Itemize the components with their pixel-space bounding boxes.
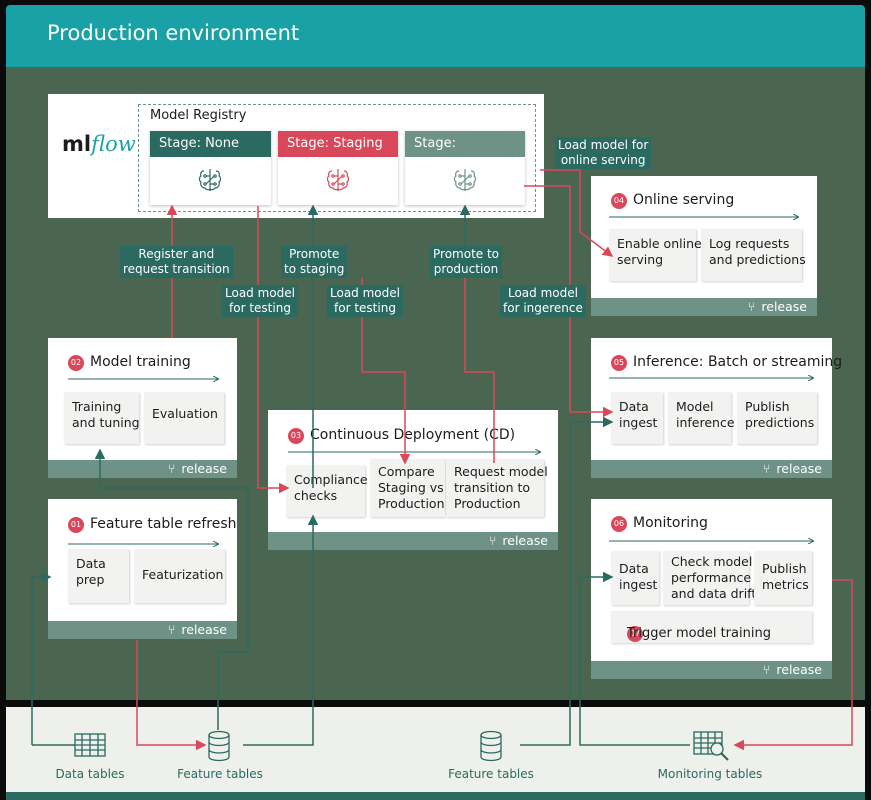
load-inference-label: Load model for ingerence xyxy=(500,285,586,317)
stage-production-header: Stage: Production xyxy=(405,131,525,177)
publish-predictions-tile: Publish predictions xyxy=(737,392,817,444)
featurization-tile: Featurization xyxy=(134,549,225,603)
step-number-badge: 03 xyxy=(288,428,304,444)
step-number-badge: 02 xyxy=(68,355,84,371)
release-bar: ⑂release xyxy=(591,298,817,316)
environment-title: Production environment xyxy=(47,21,300,45)
model-production-brain-icon xyxy=(453,169,477,191)
branch-icon: ⑂ xyxy=(167,622,176,637)
check-model-performance-tile: Check model performance and data drift xyxy=(663,551,756,605)
data-prep-tile: Data prep xyxy=(68,549,129,603)
model-none-brain-icon xyxy=(198,169,222,191)
registry-dashed-box xyxy=(138,104,536,212)
release-bar: ⑂release xyxy=(48,621,237,639)
enable-online-serving-tile: Enable online serving xyxy=(609,229,702,281)
branch-icon: ⑂ xyxy=(167,461,176,476)
release-bar: ⑂release xyxy=(48,460,237,478)
data-ingest-tile: Data ingest xyxy=(611,392,663,444)
monitoring-data-ingest-tile: Data ingest xyxy=(611,551,659,605)
register-transition-label: Register and request transition xyxy=(120,246,233,278)
stage-none-header: Stage: None xyxy=(150,131,271,157)
training-tuning-tile: Training and tuning xyxy=(64,392,140,444)
load-online-label: Load model for online serving xyxy=(555,137,652,169)
promote-production-label: Promote to production xyxy=(430,246,503,278)
feature-tables-label-2: Feature tables xyxy=(448,767,534,781)
branch-icon: ⑂ xyxy=(762,662,771,677)
branch-icon: ⑂ xyxy=(762,461,771,476)
evaluation-tile: Evaluation xyxy=(144,392,224,444)
release-bar: ⑂release xyxy=(268,532,558,550)
step-number-badge: 04 xyxy=(611,193,627,209)
step-number-badge: 07 xyxy=(627,626,643,642)
stage-staging-header: Stage: Staging xyxy=(278,131,398,157)
model-inference-tile: Model inference xyxy=(668,392,735,444)
mlflow-logo: mlflow xyxy=(62,132,136,156)
log-requests-tile: Log requests and predictions xyxy=(701,229,806,281)
load-testing-label-1: Load model for testing xyxy=(222,285,298,317)
release-bar: ⑂release xyxy=(591,460,832,478)
feature-tables-database-icon xyxy=(208,730,230,762)
environment-header: Production environment xyxy=(6,5,865,67)
promote-staging-label: Promote to staging xyxy=(281,246,348,278)
step-number-badge: 06 xyxy=(611,516,627,532)
branch-icon: ⑂ xyxy=(488,533,497,548)
monitoring-table-magnifier-icon xyxy=(693,731,729,761)
request-transition-tile: Request model transition to Production xyxy=(446,459,548,517)
data-table-icon xyxy=(74,733,106,757)
monitoring-tables-label: Monitoring tables xyxy=(657,767,763,781)
step-number-badge: 05 xyxy=(611,355,627,371)
storage-footer-bar xyxy=(6,792,865,800)
load-testing-label-2: Load model for testing xyxy=(327,285,403,317)
data-tables-label: Data tables xyxy=(55,767,125,781)
compare-staging-production-tile: Compare Staging vs Production xyxy=(370,459,445,517)
model-staging-brain-icon xyxy=(326,169,350,191)
feature-tables-database-icon-2 xyxy=(480,730,502,762)
release-bar: ⑂release xyxy=(591,661,832,679)
publish-metrics-tile: Publish metrics xyxy=(754,551,812,605)
registry-title: Model Registry xyxy=(150,108,247,123)
feature-tables-label: Feature tables xyxy=(177,767,263,781)
step-number-badge: 01 xyxy=(68,517,84,533)
branch-icon: ⑂ xyxy=(747,299,756,314)
